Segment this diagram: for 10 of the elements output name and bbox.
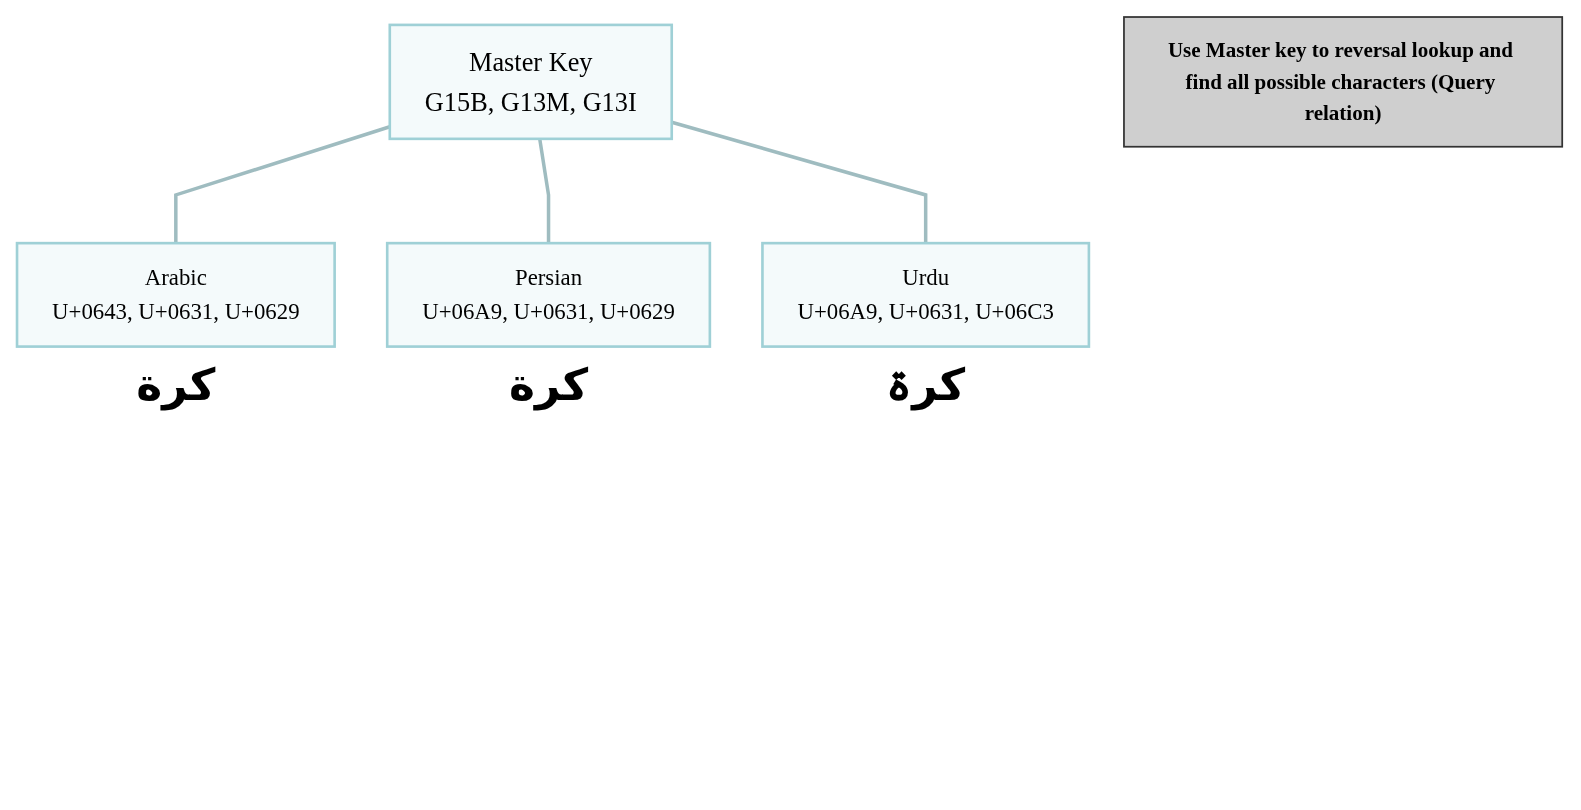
arabic-word: كرة bbox=[136, 358, 216, 412]
node-box: Use Master key to reversal lookup and find all possible characters (Query relation) bbox=[1123, 16, 1564, 148]
node-box: Master Key G15B, G13M, G13I bbox=[388, 23, 674, 141]
node-box: Arabic U+0643, U+0631, U+0629 bbox=[15, 241, 336, 348]
arabic-word: کرة bbox=[509, 358, 588, 412]
arabic-word: کرۃ bbox=[886, 358, 966, 412]
node-box: Persian U+06A9, U+0631, U+0629 bbox=[385, 241, 712, 348]
node-box: Urdu U+06A9, U+0631, U+06C3 bbox=[761, 241, 1091, 348]
connector bbox=[671, 120, 928, 244]
connector bbox=[537, 138, 551, 244]
